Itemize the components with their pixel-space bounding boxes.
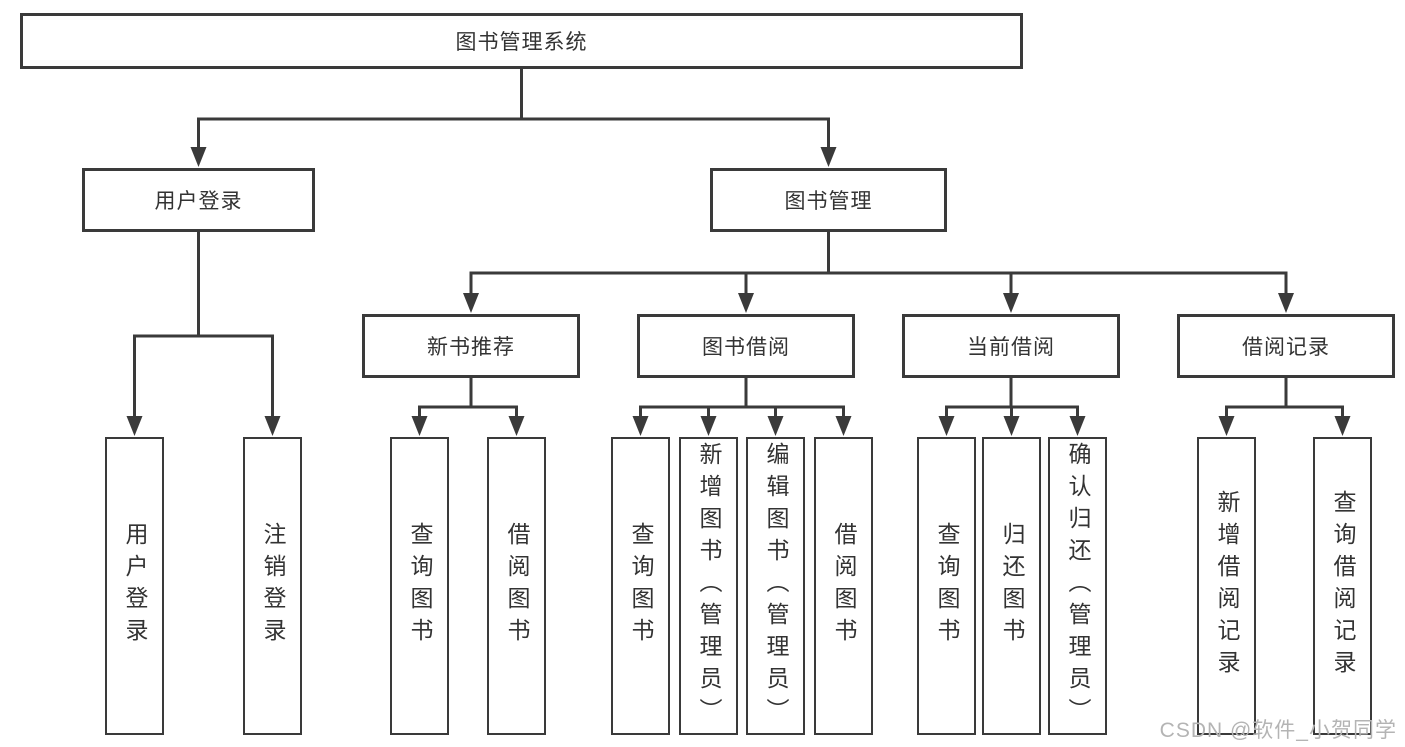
- leaf-borrow-query-book-label: 查询图书: [628, 522, 654, 650]
- watermark-text: CSDN @软件_小贺同学: [1159, 719, 1397, 742]
- node-root: 图书管理系统: [20, 13, 1023, 69]
- leaf-logout-label: 注销登录: [260, 522, 286, 650]
- leaf-logout: 注销登录: [243, 437, 302, 735]
- leaf-records-query-record: 查询借阅记录: [1313, 437, 1372, 735]
- leaf-recommend-borrow-book-label: 借阅图书: [504, 522, 530, 650]
- node-user-login: 用户登录: [82, 168, 315, 232]
- leaf-borrow-add-book-admin-label: 新增图书（管理员）: [696, 442, 722, 730]
- node-new-book-recommend: 新书推荐: [362, 314, 580, 378]
- node-current-borrow: 当前借阅: [902, 314, 1120, 378]
- leaf-current-return-book-label: 归还图书: [999, 522, 1025, 650]
- leaf-records-add-record: 新增借阅记录: [1197, 437, 1256, 735]
- leaf-current-confirm-return-admin: 确认归还（管理员）: [1048, 437, 1107, 735]
- leaf-recommend-query-book-label: 查询图书: [407, 522, 433, 650]
- leaf-recommend-borrow-book: 借阅图书: [487, 437, 546, 735]
- node-book-management: 图书管理: [710, 168, 947, 232]
- leaf-current-confirm-return-admin-label: 确认归还（管理员）: [1065, 442, 1091, 730]
- leaf-user-login: 用户登录: [105, 437, 164, 735]
- leaf-borrow-borrow-book-label: 借阅图书: [831, 522, 857, 650]
- node-book-borrow: 图书借阅: [637, 314, 855, 378]
- leaf-current-return-book: 归还图书: [982, 437, 1041, 735]
- leaf-records-add-record-label: 新增借阅记录: [1214, 490, 1240, 682]
- leaf-current-query-book-label: 查询图书: [934, 522, 960, 650]
- leaf-borrow-borrow-book: 借阅图书: [814, 437, 873, 735]
- leaf-recommend-query-book: 查询图书: [390, 437, 449, 735]
- leaf-borrow-add-book-admin: 新增图书（管理员）: [679, 437, 738, 735]
- leaf-borrow-edit-book-admin-label: 编辑图书（管理员）: [763, 442, 789, 730]
- arrowheads: [126, 147, 1351, 436]
- node-borrow-records: 借阅记录: [1177, 314, 1395, 378]
- leaf-current-query-book: 查询图书: [917, 437, 976, 735]
- leaf-records-query-record-label: 查询借阅记录: [1330, 490, 1356, 682]
- leaf-borrow-query-book: 查询图书: [611, 437, 670, 735]
- leaf-borrow-edit-book-admin: 编辑图书（管理员）: [746, 437, 805, 735]
- leaf-user-login-label: 用户登录: [122, 522, 148, 650]
